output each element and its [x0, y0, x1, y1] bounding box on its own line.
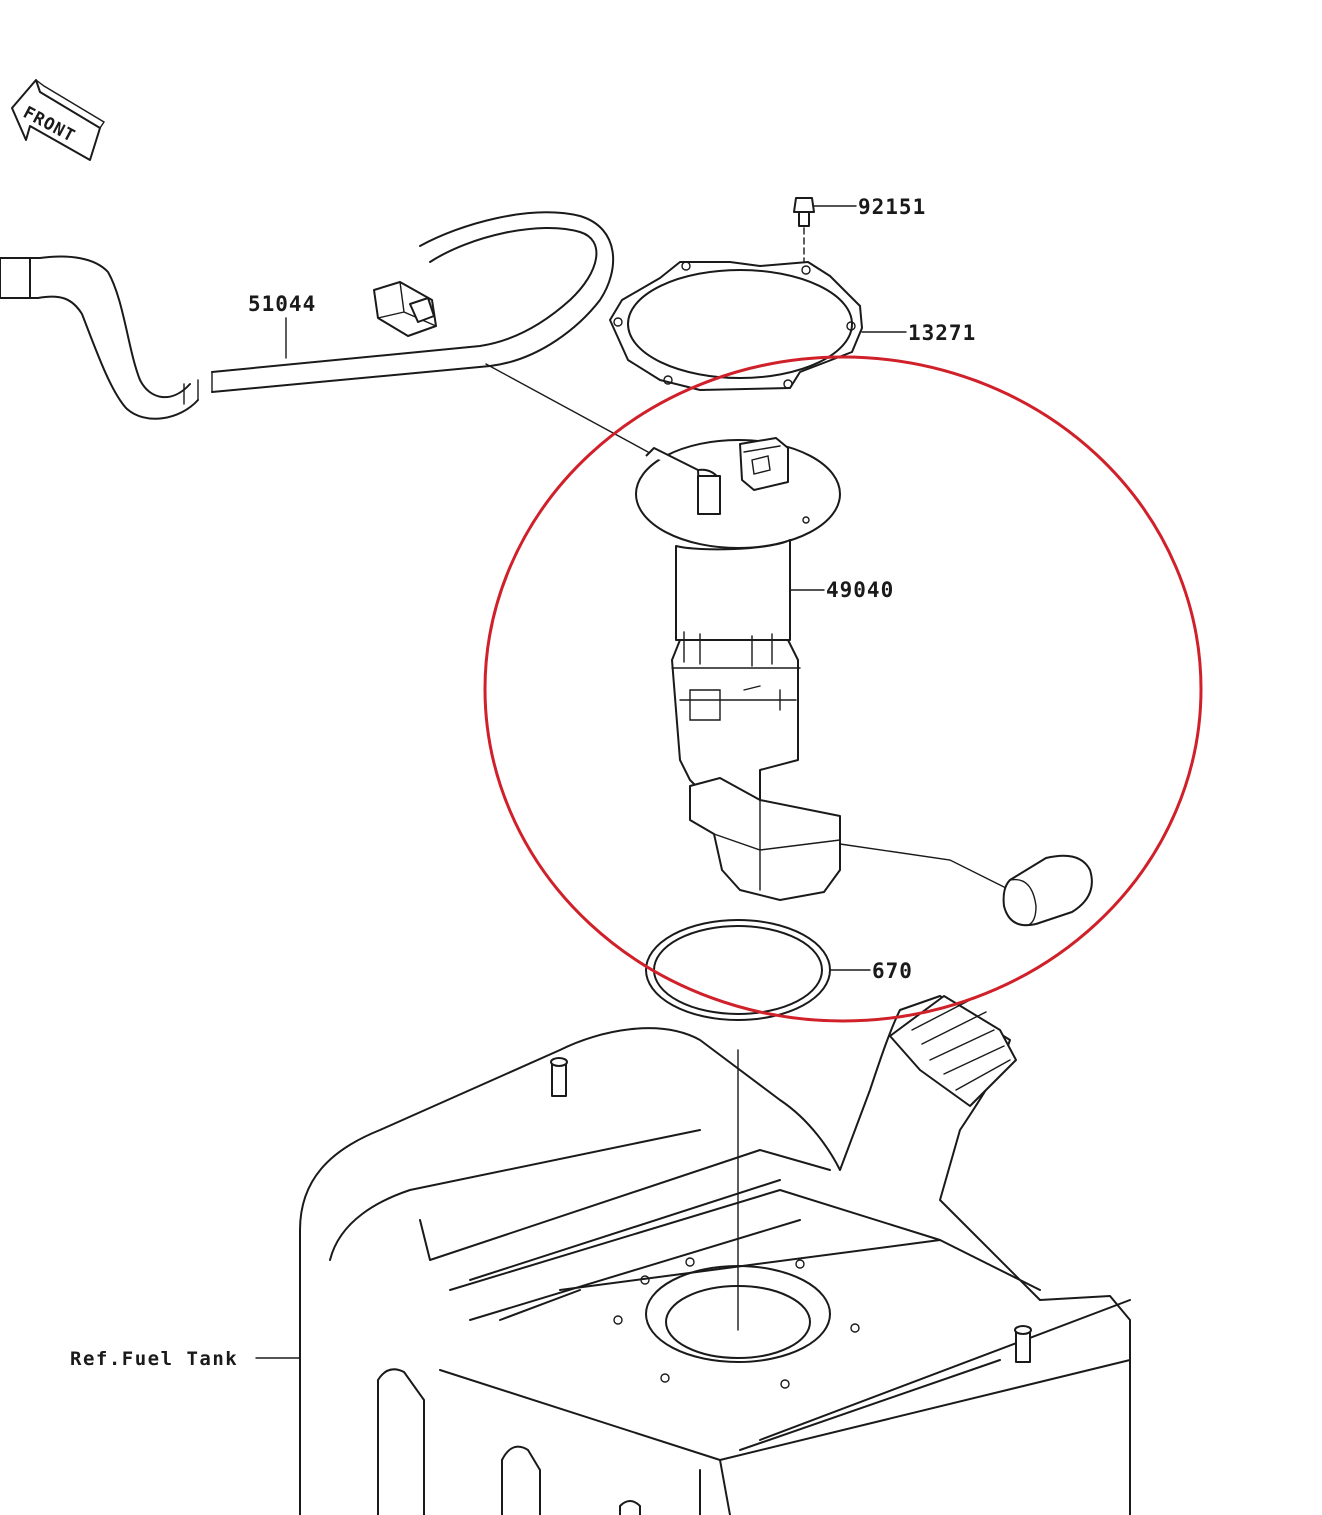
fuel-tank: Ref.Fuel Tank [70, 995, 1131, 1515]
retaining-plate: 13271 [609, 261, 976, 391]
part-number-49040: 49040 [826, 578, 894, 602]
fuel-pump-assembly: 49040 [635, 437, 1093, 927]
part-number-13271: 13271 [908, 321, 976, 345]
fuel-hose [0, 211, 614, 420]
part-number-92151: 92151 [858, 195, 926, 219]
reference-label-fuel-tank: Ref.Fuel Tank [70, 1348, 238, 1370]
label-51044: 51044 [248, 292, 316, 359]
part-number-51044: 51044 [248, 292, 316, 316]
gasket: 670 [645, 919, 913, 1021]
front-arrow: FRONT [11, 79, 105, 161]
bolt: 92151 [793, 195, 926, 269]
hose-leader-line [485, 363, 649, 453]
part-number-670: 670 [872, 959, 913, 983]
highlight-circle [483, 355, 1203, 1023]
